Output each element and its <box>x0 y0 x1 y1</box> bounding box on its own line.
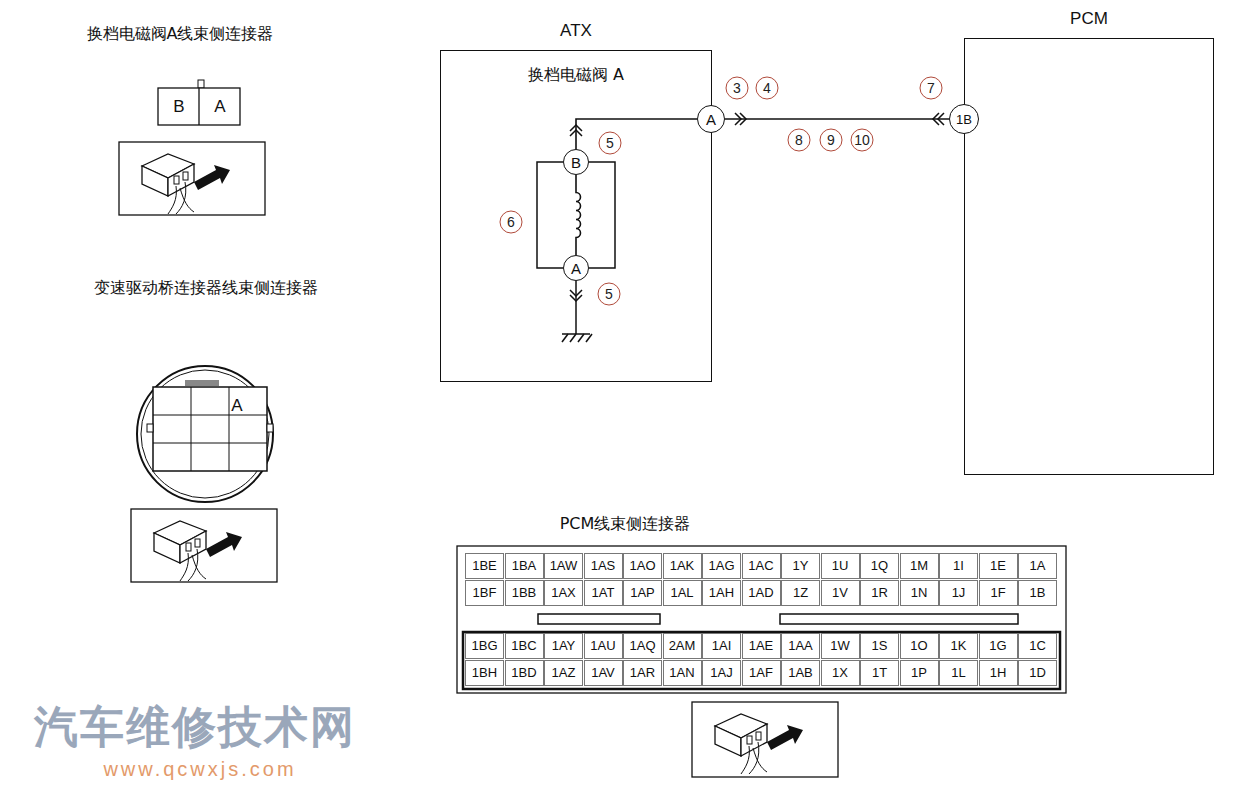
wire <box>576 119 697 149</box>
pin-cell: 1BD <box>505 660 544 686</box>
pin-cell: 1AI <box>702 633 741 659</box>
connector-title: 换档电磁阀A线束侧连接器 <box>87 24 274 45</box>
pin-cell: 1H <box>979 660 1018 686</box>
pin-cell: 1Z <box>781 580 820 606</box>
pin-cell: 1BB <box>505 580 544 606</box>
pin-cell: 1AJ <box>702 660 741 686</box>
pin-letter: 1B <box>956 112 972 127</box>
pin-cell: 1AF <box>742 660 781 686</box>
watermark: 汽车维修技术网 <box>34 698 356 757</box>
pin-letter: A <box>231 396 242 416</box>
pin-cell: 1BE <box>465 553 504 579</box>
solenoid-terminal: A <box>563 255 589 281</box>
pin-cell: 1K <box>939 633 978 659</box>
pin-cell: 1AS <box>584 553 623 579</box>
wire <box>725 118 949 120</box>
callout-number: 3 <box>726 77 749 100</box>
pin-cell: 1J <box>939 580 978 606</box>
pin-letter: A <box>706 111 716 128</box>
pin-letter: A <box>214 97 225 117</box>
pin-cell: 1AK <box>663 553 702 579</box>
pin-cell: 1O <box>900 633 939 659</box>
pin-cell: 1A <box>1018 553 1057 579</box>
pin-cell: 1L <box>939 660 978 686</box>
pin-cell: 1AL <box>663 580 702 606</box>
pin-cell: 1AG <box>702 553 741 579</box>
pin-cell: 1AP <box>623 580 662 606</box>
callout-number: 10 <box>851 129 874 152</box>
pin-cell: 1T <box>860 660 899 686</box>
pin-cell: 1AQ <box>623 633 662 659</box>
pin-cell: 1BF <box>465 580 504 606</box>
callout-number: 9 <box>820 129 843 152</box>
pin-letter: A <box>571 260 581 277</box>
pin-cell: 1AX <box>544 580 583 606</box>
pin-cell: 1AZ <box>544 660 583 686</box>
callout-number: 6 <box>500 211 523 234</box>
watermark: www.qcwxjs.com <box>103 758 296 781</box>
pin-cell: 1X <box>821 660 860 686</box>
callout-number: 5 <box>598 283 621 306</box>
pin-cell: 1B <box>1018 580 1057 606</box>
connector-pin: A <box>697 105 725 133</box>
pin-cell: 1AB <box>781 660 820 686</box>
pin-cell: 1AA <box>781 633 820 659</box>
box-heading: PCM <box>1070 9 1108 29</box>
pin-cell: 1AH <box>702 580 741 606</box>
pin-cell: 2AM <box>663 633 702 659</box>
box-heading: ATX <box>560 21 592 41</box>
pin-cell: 1AD <box>742 580 781 606</box>
pin-cell: 1F <box>979 580 1018 606</box>
connector-pin: 1B <box>949 104 979 134</box>
pin-cell: 1D <box>1018 660 1057 686</box>
solenoid-terminal: B <box>563 149 589 175</box>
pin-cell: 1BA <box>505 553 544 579</box>
pin-cell: 1AC <box>742 553 781 579</box>
pin-cell: 1C <box>1018 633 1057 659</box>
pin-cell: 1V <box>821 580 860 606</box>
callout-number: 5 <box>599 132 622 155</box>
pin-cell: 1U <box>821 553 860 579</box>
callout-number: 8 <box>788 129 811 152</box>
control-module-box: PCM1B <box>964 38 1214 475</box>
pin-cell: 1AO <box>623 553 662 579</box>
pin-cell: 1E <box>979 553 1018 579</box>
pin-cell: 1AW <box>544 553 583 579</box>
pin-cell: 1AE <box>742 633 781 659</box>
connector-title: 变速驱动桥连接器线束侧连接器 <box>94 278 318 299</box>
pin-letter: B <box>571 154 581 171</box>
pin-cell: 1BC <box>505 633 544 659</box>
pin-cell: 1R <box>860 580 899 606</box>
wire <box>576 175 581 255</box>
pin-cell: 1N <box>900 580 939 606</box>
callout-number: 7 <box>920 77 943 100</box>
connector-title: PCM线束侧连接器 <box>560 514 691 535</box>
pin-cell: 1BH <box>465 660 504 686</box>
pin-cell: 1W <box>821 633 860 659</box>
pin-cell: 1S <box>860 633 899 659</box>
pin-letter: B <box>173 97 184 117</box>
component-name: 换档电磁阀 A <box>528 65 624 86</box>
pin-cell: 1Q <box>860 553 899 579</box>
pin-cell: 1AU <box>584 633 623 659</box>
pin-cell: 1AR <box>623 660 662 686</box>
pin-cell: 1M <box>900 553 939 579</box>
callout-number: 4 <box>756 77 779 100</box>
pin-cell: 1BG <box>465 633 504 659</box>
pin-cell: 1AN <box>663 660 702 686</box>
housing-box: ATX换档电磁阀 AABA <box>440 50 712 382</box>
pin-cell: 1P <box>900 660 939 686</box>
pin-cell: 1I <box>939 553 978 579</box>
pin-cell: 1AT <box>584 580 623 606</box>
pin-cell: 1Y <box>781 553 820 579</box>
pin-cell: 1AV <box>584 660 623 686</box>
pin-cell: 1G <box>979 633 1018 659</box>
pin-cell: 1AY <box>544 633 583 659</box>
